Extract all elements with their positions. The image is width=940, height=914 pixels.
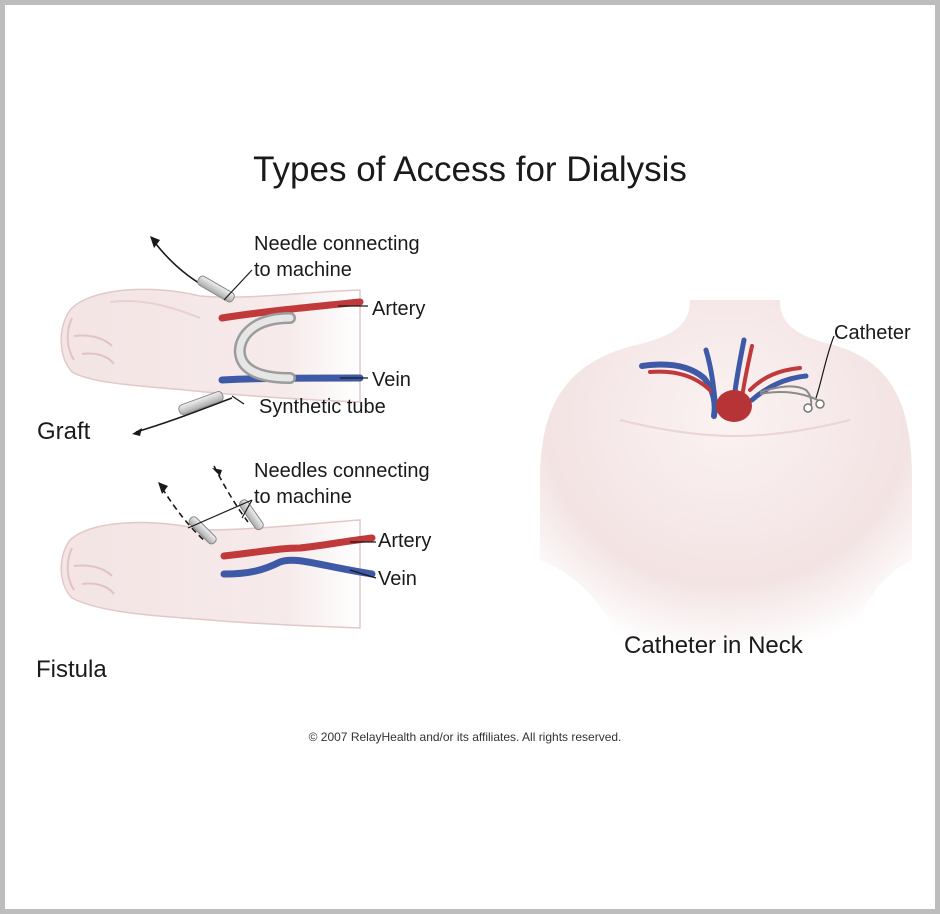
copyright-notice: © 2007 RelayHealth and/or its affiliates… xyxy=(0,730,930,744)
torso xyxy=(540,300,912,640)
graft-needle-label-line2: to machine xyxy=(254,257,352,283)
fistula-section-label: Fistula xyxy=(36,656,107,684)
fistula-vein-label: Vein xyxy=(378,566,417,592)
fistula-artery-label: Artery xyxy=(378,528,431,554)
graft-section-label: Graft xyxy=(37,418,90,446)
heart xyxy=(716,390,752,422)
fistula-needles-label-line2: to machine xyxy=(254,484,352,510)
graft-vein-label: Vein xyxy=(372,367,411,393)
graft-needle-label-line1: Needle connecting xyxy=(254,231,420,257)
graft-artery-label: Artery xyxy=(372,296,425,322)
catheter-label: Catheter xyxy=(834,320,911,346)
fistula-needles-label-line1: Needles connecting xyxy=(254,458,430,484)
synthetic-tube-label: Synthetic tube xyxy=(259,394,386,420)
page-title: Types of Access for Dialysis xyxy=(0,150,940,190)
catheter-section-label: Catheter in Neck xyxy=(624,632,803,660)
